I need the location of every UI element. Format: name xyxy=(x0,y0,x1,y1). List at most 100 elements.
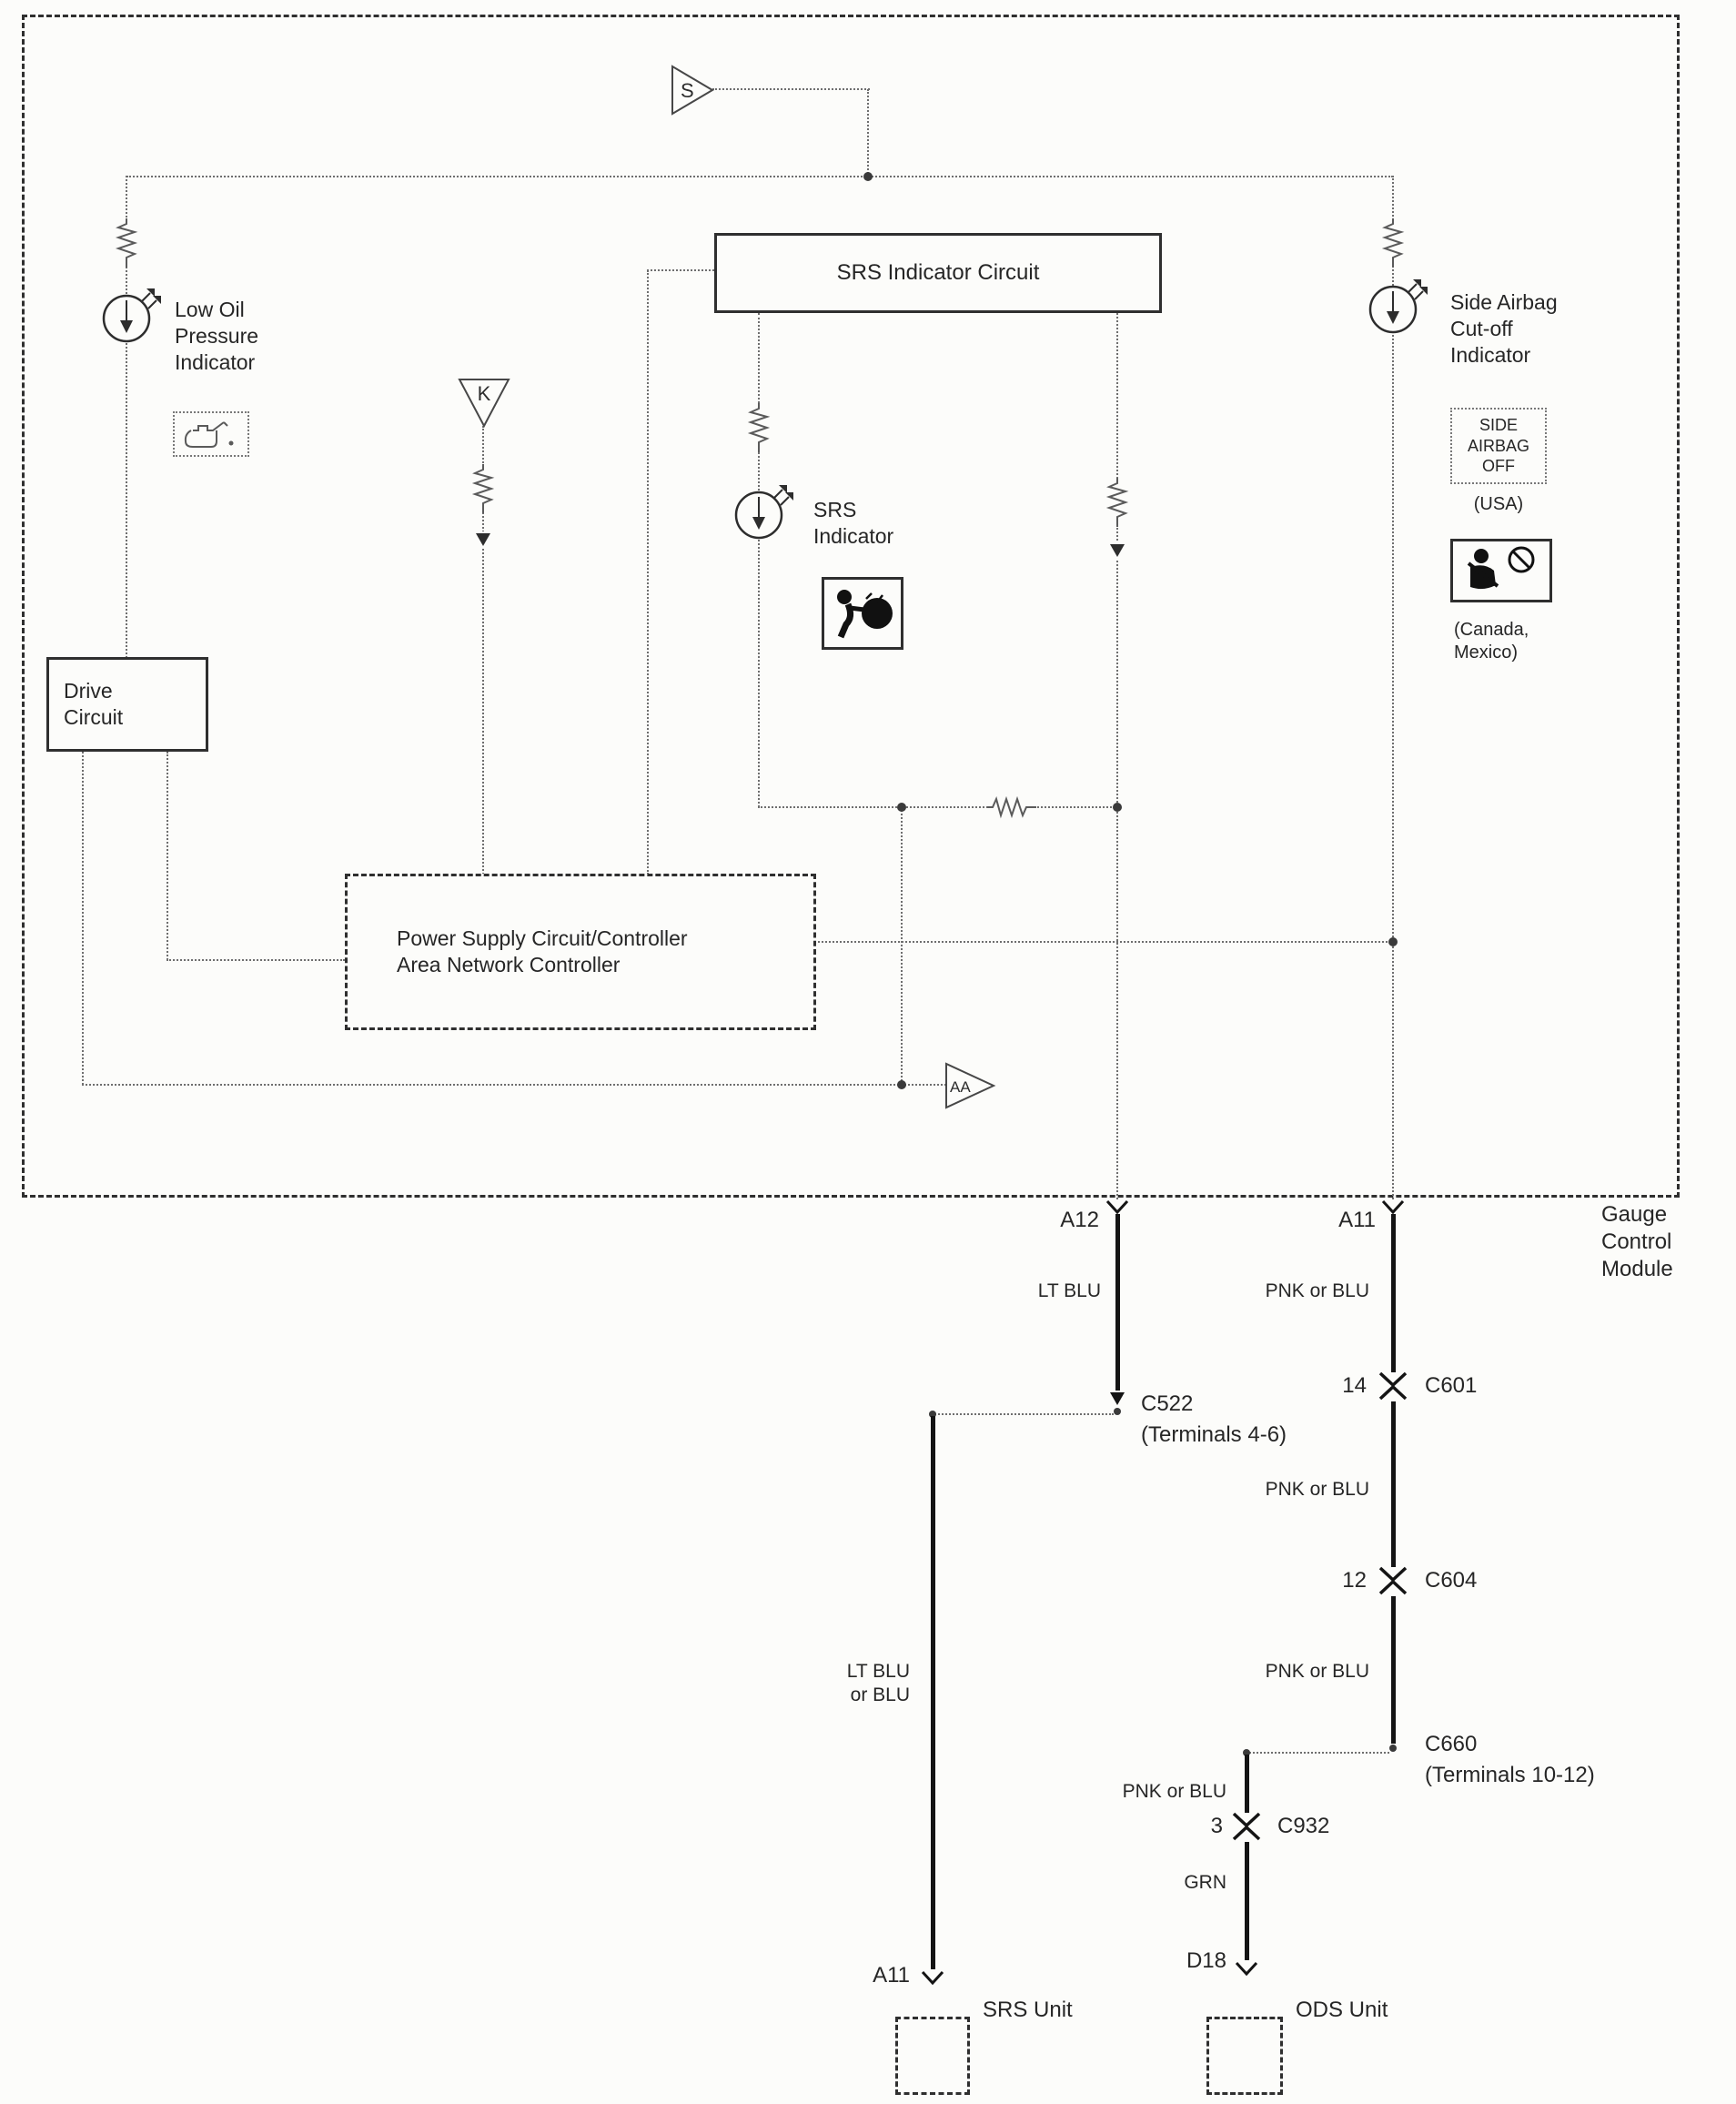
srs-box-feed-line xyxy=(647,270,649,875)
resistor-icon xyxy=(1381,218,1405,268)
connector-c601-pin: 14 xyxy=(1342,1373,1367,1398)
side-airbag-off-icon xyxy=(1467,546,1535,590)
arrow-down-icon xyxy=(476,531,490,548)
srs-box-feed-stub xyxy=(647,269,714,271)
drive-to-power-drop xyxy=(167,752,168,960)
connector-s-triangle: S xyxy=(671,65,714,116)
junction-dot xyxy=(863,172,873,181)
a11-wire-seg2 xyxy=(1391,1401,1396,1567)
canada-mexico-label: (Canada, Mexico) xyxy=(1454,620,1529,663)
pin-a11-bottom-label: A11 xyxy=(873,1963,910,1988)
inline-connector-icon xyxy=(1232,1812,1261,1841)
srs-indicator-circuit-label: SRS Indicator Circuit xyxy=(836,260,1040,285)
ods-wire-seg2 xyxy=(1245,1842,1249,1960)
srs-led-line xyxy=(758,313,760,807)
wire-color-pnk-or-blu-4: PNK or BLU xyxy=(1122,1781,1226,1802)
s-connector-drop xyxy=(867,89,869,177)
side-airbag-off-text-box: SIDE AIRBAG OFF xyxy=(1450,408,1547,484)
pin-chevron-icon xyxy=(1105,1199,1129,1215)
pin-d18-label: D18 xyxy=(1186,1948,1226,1973)
srs-unit-wire xyxy=(931,1416,935,1969)
wire-color-pnk-or-blu-2: PNK or BLU xyxy=(1265,1479,1369,1500)
top-bus-line xyxy=(126,176,1393,177)
power-supply-box: Power Supply Circuit/Controller Area Net… xyxy=(345,874,816,1030)
resistor-icon xyxy=(115,218,138,268)
connector-aa-triangle: AA xyxy=(945,1062,996,1109)
drive-to-aa-line xyxy=(82,752,84,1085)
wire-color-lt-blu-or-blu: LT BLU or BLU xyxy=(846,1661,910,1706)
connector-c604-name: C604 xyxy=(1425,1568,1478,1593)
resistor-icon xyxy=(471,464,495,513)
side-airbag-off-text: SIDE AIRBAG OFF xyxy=(1467,416,1530,476)
drive-to-power-run xyxy=(167,959,345,961)
a11-wire-seg3 xyxy=(1391,1596,1396,1744)
inline-connector-icon xyxy=(1378,1371,1408,1401)
wire-color-pnk-or-blu-3: PNK or BLU xyxy=(1265,1661,1369,1682)
side-airbag-led-icon xyxy=(1368,279,1428,334)
branch-dot xyxy=(1243,1749,1250,1756)
resistor-icon xyxy=(1105,478,1129,527)
airbag-icon-box xyxy=(822,577,903,650)
connector-c932-name: C932 xyxy=(1277,1814,1330,1838)
inline-connector-icon xyxy=(1378,1566,1408,1595)
arrow-down-icon xyxy=(1110,1392,1125,1405)
oil-can-icon xyxy=(184,421,234,448)
low-oil-led-icon xyxy=(102,288,161,343)
junction-dot xyxy=(897,803,906,812)
side-airbag-line xyxy=(1392,176,1394,1199)
connector-s-label: S xyxy=(681,79,694,102)
srs-led-icon xyxy=(734,485,793,540)
side-airbag-indicator-label: Side Airbag Cut-off Indicator xyxy=(1450,290,1558,367)
wire-color-grn: GRN xyxy=(1184,1872,1226,1893)
c522-branch-line xyxy=(932,1413,1114,1415)
drive-circuit-box: Drive Circuit xyxy=(46,657,208,752)
pin-a12-label: A12 xyxy=(1060,1208,1099,1232)
pin-a11-top-label: A11 xyxy=(1338,1208,1376,1232)
junction-dot xyxy=(1388,937,1398,946)
junction-dot xyxy=(897,1080,906,1089)
branch-dot xyxy=(929,1411,936,1418)
c660-junction-dot xyxy=(1389,1745,1397,1752)
c522-junction-dot xyxy=(1114,1408,1121,1415)
connector-c932-pin: 3 xyxy=(1210,1814,1223,1838)
k-branch-line xyxy=(482,426,484,875)
c660-branch-line xyxy=(1246,1752,1389,1754)
a12-internal-line xyxy=(1116,313,1118,1199)
ods-unit-box xyxy=(1206,2017,1283,2095)
power-supply-label: Power Supply Circuit/Controller Area Net… xyxy=(397,926,688,976)
connector-c604-pin: 12 xyxy=(1342,1568,1367,1593)
connector-c660-name: C660 xyxy=(1425,1732,1478,1756)
ods-unit-label: ODS Unit xyxy=(1296,1998,1388,2022)
pin-chevron-icon xyxy=(1235,1961,1258,1977)
low-oil-indicator-label: Low Oil Pressure Indicator xyxy=(175,298,259,374)
drive-circuit-label: Drive Circuit xyxy=(64,679,124,729)
a12-wire xyxy=(1115,1214,1120,1391)
connector-k-triangle: K xyxy=(458,379,510,429)
arrow-down-icon xyxy=(1110,542,1125,559)
ods-wire-seg1 xyxy=(1245,1755,1249,1813)
junction-dot xyxy=(1113,803,1122,812)
connector-k-label: K xyxy=(478,382,491,405)
low-oil-branch-line xyxy=(126,176,127,658)
connector-aa-label: AA xyxy=(950,1078,971,1096)
srs-unit-label: SRS Unit xyxy=(983,1998,1073,2022)
srs-crossover-line xyxy=(758,806,1118,808)
usa-label: (USA) xyxy=(1473,494,1524,514)
wire-color-lt-blu: LT BLU xyxy=(1037,1280,1101,1301)
airbag-icon xyxy=(837,590,893,639)
resistor-icon xyxy=(987,795,1036,819)
gauge-control-module-label: Gauge Control Module xyxy=(1601,1202,1673,1281)
pin-chevron-icon xyxy=(921,1970,944,1986)
connector-c522-name: C522 xyxy=(1141,1391,1194,1416)
gauge-control-module-box xyxy=(22,15,1680,1198)
aa-bus-line xyxy=(82,1084,946,1086)
pin-chevron-icon xyxy=(1381,1199,1405,1215)
srs-unit-box xyxy=(895,2017,970,2095)
s-connector-lead xyxy=(712,88,870,90)
a11-wire-seg1 xyxy=(1391,1214,1396,1372)
srs-indicator-circuit-box: SRS Indicator Circuit xyxy=(714,233,1162,313)
wire-color-pnk-or-blu-1: PNK or BLU xyxy=(1265,1280,1369,1301)
oil-can-icon-box xyxy=(173,411,249,457)
connector-c660-detail: (Terminals 10-12) xyxy=(1425,1763,1595,1787)
